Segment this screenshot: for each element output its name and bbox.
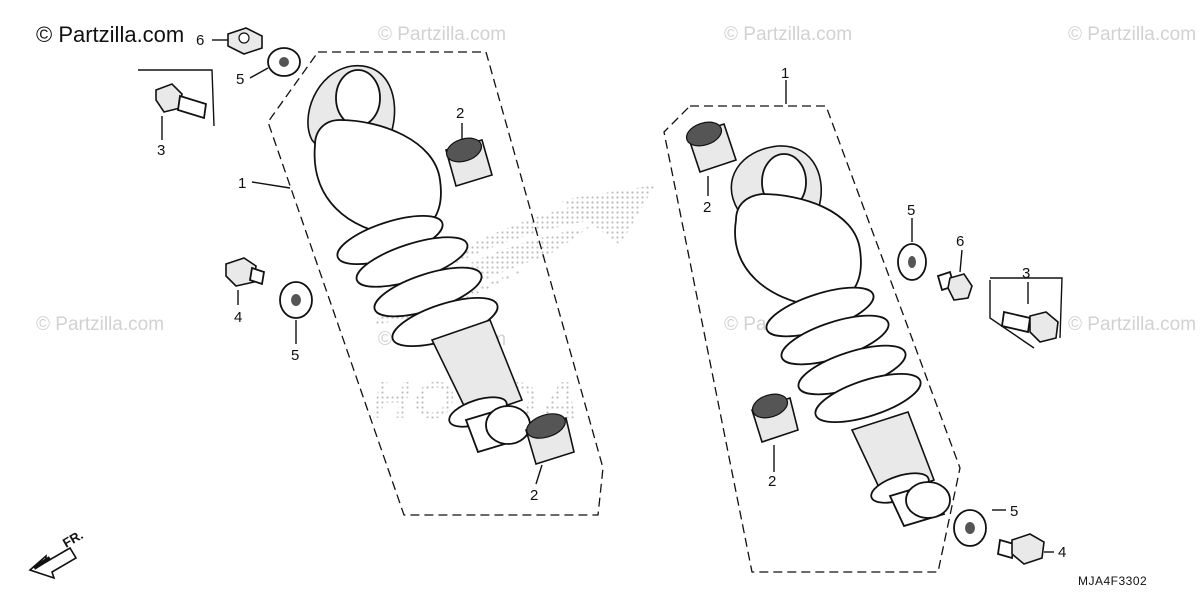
callout-bush-2-right-bottom: 2 <box>768 473 776 490</box>
left-nut-6 <box>227 27 263 55</box>
left-washer-5-top <box>267 47 301 77</box>
right-bottom-bush <box>750 393 799 444</box>
callout-bolt-3-left: 3 <box>157 142 165 159</box>
callout-shock-1-right: 1 <box>781 65 789 82</box>
right-bolt-bracket-left <box>989 280 1035 349</box>
right-nut-6 <box>936 270 973 301</box>
left-bolt-3 <box>155 83 207 120</box>
callout-washer-5-left-bottom: 5 <box>291 347 299 364</box>
right-leader-lines <box>707 80 1054 553</box>
right-shock-absorber <box>730 145 951 528</box>
left-bottom-bush <box>525 413 575 466</box>
callout-bolt-3-right: 3 <box>1022 265 1030 282</box>
watermarks: © Partzilla.com © Partzilla.com © Partzi… <box>36 24 1196 350</box>
right-assembly-outline <box>663 105 961 573</box>
left-bolt-bracket <box>138 69 215 127</box>
left-washer-5-bottom <box>279 281 313 319</box>
callout-washer-5-left-top: 5 <box>236 71 244 88</box>
watermark-text: © Partzilla.com <box>378 24 506 45</box>
callout-bush-2-left-bottom: 2 <box>530 487 538 504</box>
watermark-text: © Partzilla.com <box>1068 24 1196 45</box>
callout-nut-6-right: 6 <box>956 233 964 250</box>
callout-bolt-4-left: 4 <box>234 309 242 326</box>
callout-bolt-4-right: 4 <box>1058 544 1066 561</box>
left-assembly-outline <box>267 51 604 516</box>
callout-nut-6-left: 6 <box>196 32 204 49</box>
brand-label: © Partzilla.com <box>36 22 184 47</box>
callout-bush-2-right-top: 2 <box>703 199 711 216</box>
left-bolt-4 <box>225 257 266 287</box>
front-arrow-label: FR. <box>60 527 86 550</box>
left-top-bush <box>445 137 493 188</box>
front-direction-arrow: FR. <box>28 527 86 580</box>
diagram-code: MJA4F3302 <box>1078 574 1147 588</box>
watermark-text: © Partzilla.com <box>36 314 164 335</box>
callout-shock-1-left: 1 <box>238 175 246 192</box>
callout-bush-2-left-top: 2 <box>456 105 464 122</box>
watermark-text: © Partzilla.com <box>1068 314 1196 335</box>
left-shock-absorber <box>307 65 531 454</box>
right-bolt-4 <box>996 533 1045 565</box>
watermark-text: © Partzilla.com <box>724 24 852 45</box>
right-bolt-bracket-top <box>990 277 1063 339</box>
left-leader-lines <box>161 39 543 485</box>
callout-washer-5-right-bottom: 5 <box>1010 503 1018 520</box>
right-bolt-3 <box>1000 310 1059 343</box>
right-washer-5-bottom <box>953 509 987 547</box>
right-washer-5-top <box>897 243 927 281</box>
right-top-bush <box>685 121 738 174</box>
callout-washer-5-right-top: 5 <box>907 202 915 219</box>
